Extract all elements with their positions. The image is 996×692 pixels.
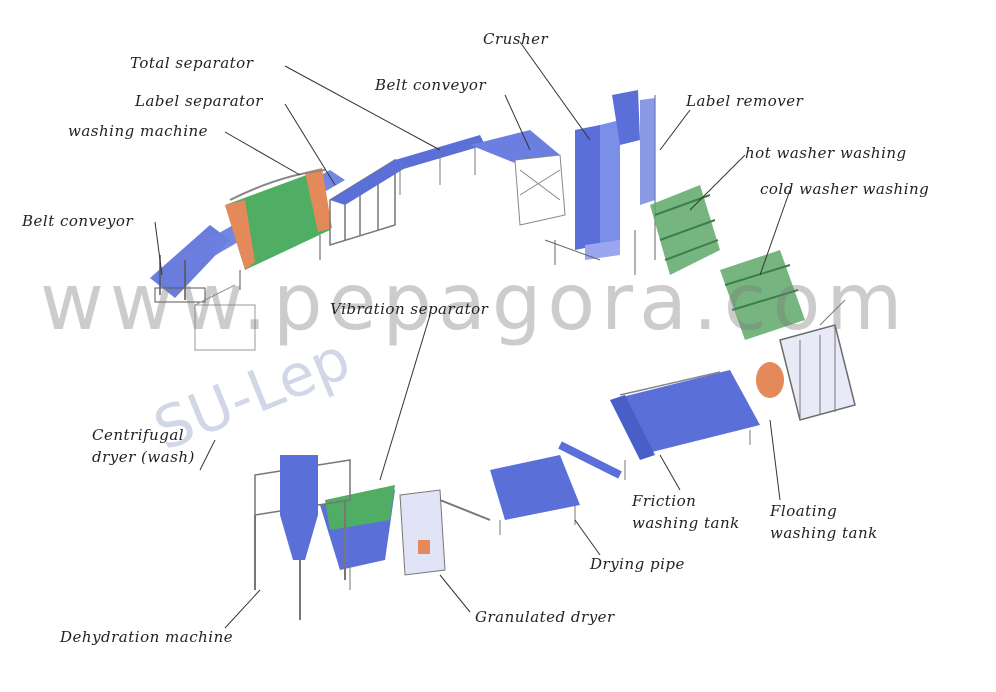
label-floating-washing-tank: Floating washing tank (770, 502, 878, 542)
label-hot-washer: hot washer washing (745, 144, 907, 162)
label-belt-conveyor-top: Belt conveyor (375, 76, 487, 94)
label-granulated-dryer: Granulated dryer (475, 608, 615, 626)
cyclone-silo (254, 455, 351, 620)
label-total-separator: Total separator (130, 54, 254, 72)
label-label-remover: Label remover (686, 92, 804, 110)
label-dehydration-machine: Dehydration machine (60, 628, 234, 646)
trommel-drum (225, 168, 332, 290)
label-vibration-separator: Vibration separator (330, 300, 489, 318)
label-washing-machine: washing machine (68, 122, 209, 140)
label-drying-pipe: Drying pipe (590, 555, 685, 573)
label-remover-machine (470, 130, 566, 226)
label-label-separator: Label separator (135, 92, 263, 110)
cold-washer (720, 250, 805, 340)
dewatering-machine (490, 455, 580, 535)
label-cold-washer: cold washer washing (760, 180, 930, 198)
left-conveyor-frame (194, 284, 256, 351)
friction-washer-unit (756, 299, 856, 421)
watermark-text: www.pepagora.com (40, 258, 909, 348)
granulated-dryer (399, 489, 491, 576)
green-hopper (320, 485, 395, 590)
label-centrifugal-dryer: Centrifugal dryer (wash) (92, 426, 195, 466)
screw-conveyor (558, 441, 622, 479)
frame-structure-top (329, 158, 410, 247)
hot-washer (650, 185, 720, 275)
label-crusher: Crusher (483, 30, 549, 48)
label-belt-conveyor-left: Belt conveyor (22, 212, 134, 230)
crusher-tower (544, 90, 656, 275)
label-friction-washing-tank: Friction washing tank (632, 492, 740, 532)
leader-lines (154, 41, 791, 629)
floating-washing-tank (610, 370, 760, 480)
belt-conveyor-upper (395, 135, 485, 195)
